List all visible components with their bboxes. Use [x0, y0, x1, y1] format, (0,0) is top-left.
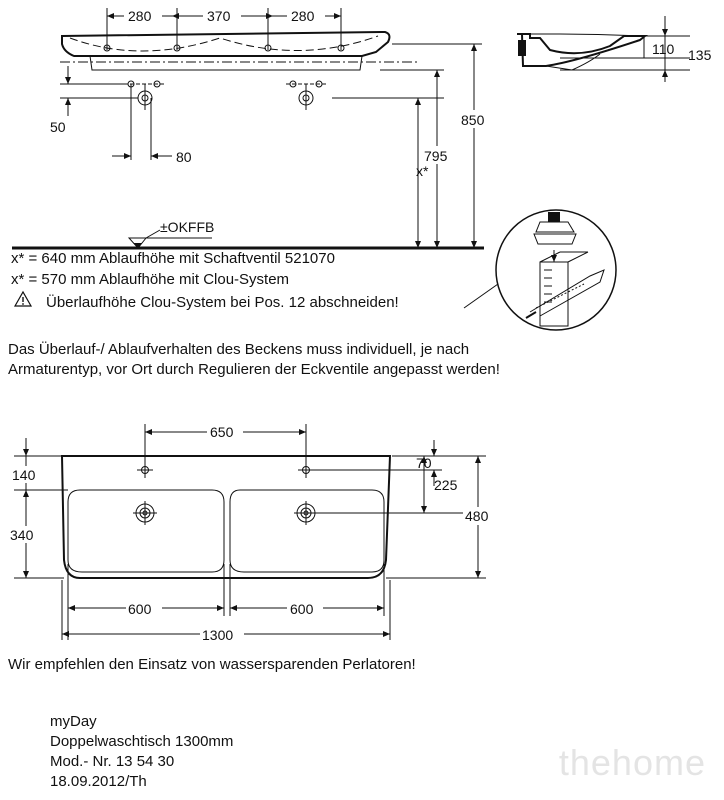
- dim-height-850: 850: [461, 112, 485, 128]
- product-model-number: Mod.- Nr. 13 54 30: [50, 753, 175, 770]
- dim-hole-280-left: 280: [128, 8, 152, 24]
- dim-x-star: x*: [416, 163, 429, 179]
- dim-drain-offset: 50: [50, 119, 66, 135]
- dim-side-135: 135: [688, 47, 712, 63]
- warning-note: Überlaufhöhe Clou-System bei Pos. 12 abs…: [46, 294, 399, 311]
- dim-total-width: 1300: [202, 627, 233, 643]
- dim-drain-edge: 225: [434, 477, 458, 493]
- dim-drain-spacing: 80: [176, 149, 192, 165]
- dim-hole-370: 370: [207, 8, 231, 24]
- floor-level-label: ±OKFFB: [160, 219, 214, 235]
- plan-view: 650 70 225 480 140 340 600: [10, 423, 493, 643]
- note-line-2: x* = 570 mm Ablaufhöhe mit Clou-System: [11, 271, 290, 288]
- paragraph-line-2: Armaturentyp, vor Ort durch Regulieren d…: [8, 361, 500, 378]
- warning-triangle-icon: [13, 290, 33, 307]
- product-name: myDay: [50, 713, 97, 730]
- dim-basin-width-left: 600: [128, 601, 152, 617]
- watermark-logo: thehome: [558, 742, 706, 783]
- dim-hole-280-right: 280: [291, 8, 315, 24]
- side-view: 110 135: [517, 16, 712, 82]
- dim-side-110: 110: [652, 41, 675, 57]
- paragraph-line-1: Das Überlauf-/ Ablaufverhalten des Becke…: [8, 341, 470, 358]
- recommendation-note: Wir empfehlen den Einsatz von wasserspar…: [8, 656, 416, 673]
- dim-basin-depth: 340: [10, 527, 34, 543]
- front-view: 280 370 280 50 8: [12, 7, 488, 250]
- product-date: 18.09.2012/Th: [50, 773, 147, 790]
- dim-rim-front: 140: [12, 467, 36, 483]
- note-line-1: x* = 640 mm Ablaufhöhe mit Schaftventil …: [11, 250, 335, 267]
- clou-system-detail: [463, 209, 617, 331]
- dim-tap-spacing: 650: [210, 424, 234, 440]
- dim-depth: 480: [465, 508, 489, 524]
- dim-height-795: 795: [424, 148, 448, 164]
- product-description: Doppelwaschtisch 1300mm: [50, 733, 234, 750]
- dim-basin-width-right: 600: [290, 601, 314, 617]
